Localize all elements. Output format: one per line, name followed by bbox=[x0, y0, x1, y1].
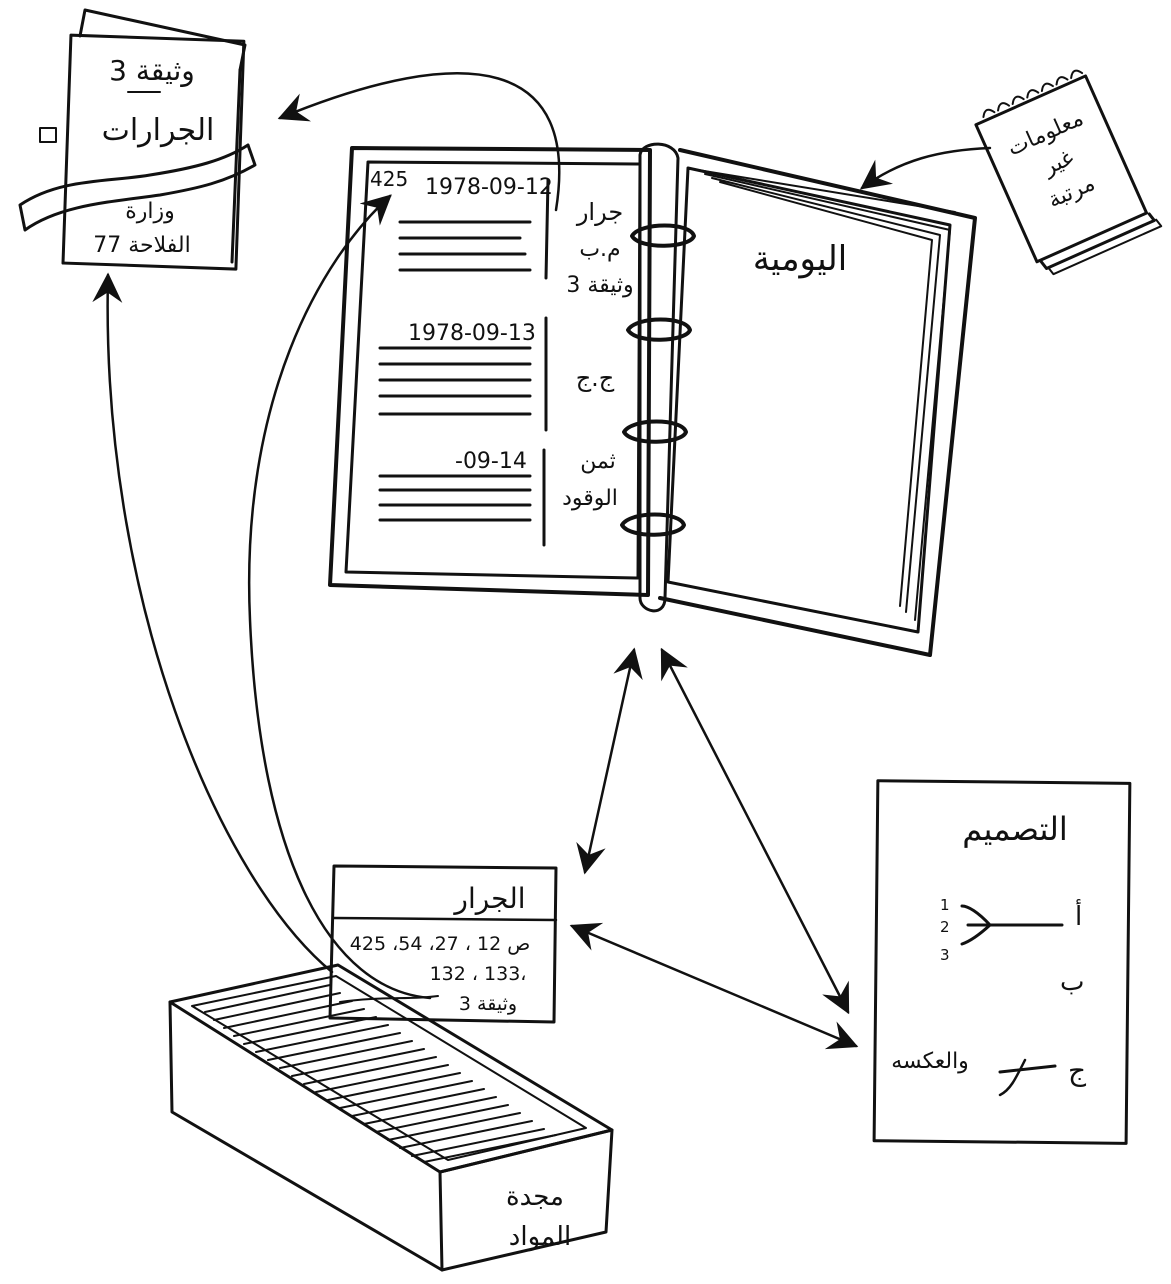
index-card-line-3: وثيقة 3 bbox=[459, 993, 517, 1015]
entry-1-note-1: جرار bbox=[576, 198, 623, 226]
design-row-c-letter: ج bbox=[1068, 1054, 1087, 1088]
binder-notebook: اليومية 425 1978-09-12 جرار م.ب وثيقة 3 … bbox=[328, 142, 977, 657]
entry-1-date: 1978-09-12 bbox=[425, 175, 553, 200]
notebook-title: اليومية bbox=[753, 239, 847, 279]
document-title-line-2: الجرارات bbox=[102, 113, 215, 148]
entry-2-note-1: ج.ج bbox=[576, 364, 615, 392]
notebook-entry-3: -09-14 ثمن الوقود bbox=[378, 449, 618, 522]
design-row-a-num-1: 1 bbox=[940, 896, 950, 914]
entry-3-date: -09-14 bbox=[455, 449, 527, 474]
arrow-notepad-to-notebook bbox=[859, 146, 992, 190]
notepad: معلومات غير مرتبة bbox=[974, 69, 1163, 276]
index-card-line-1: ص 12 ، 27، 54، 425 bbox=[350, 933, 530, 955]
design-row-b-letter: ب bbox=[1060, 967, 1084, 997]
document-footer-line-1: وزارة bbox=[125, 199, 175, 224]
design-row-a-letter: أ bbox=[1075, 898, 1082, 932]
design-sheet: التصميم أ 1 2 3 ب ج والعكسه bbox=[872, 779, 1132, 1145]
index-card-heading: الجرار bbox=[452, 882, 525, 915]
design-row-c-note: والعكسه bbox=[891, 1049, 969, 1074]
notepad-spiral bbox=[982, 69, 1084, 119]
card-box-label-1: مجدة bbox=[506, 1182, 564, 1212]
notebook-entry-1: 425 1978-09-12 جرار م.ب وثيقة 3 bbox=[370, 167, 634, 298]
arrow-card-to-notebook bbox=[247, 194, 432, 1000]
notebook-entry-2: 1978-09-13 ج.ج bbox=[378, 321, 615, 416]
connector-arrows bbox=[92, 72, 992, 1050]
binder-rings bbox=[620, 223, 696, 537]
index-card-line-2: 132 ، 133، bbox=[430, 963, 527, 985]
entry-1-page: 425 bbox=[370, 167, 408, 191]
notepad-line-1: معلومات bbox=[1004, 106, 1087, 161]
arrow-cardbox-to-document bbox=[92, 272, 334, 974]
design-row-a-num-3: 3 bbox=[940, 946, 950, 964]
entry-2-date: 1978-09-13 bbox=[408, 321, 536, 346]
design-sheet-title: التصميم bbox=[962, 810, 1068, 848]
design-row-c: ج والعكسه bbox=[891, 1049, 1087, 1097]
card-box-label-2: المواد bbox=[509, 1222, 571, 1252]
card-box-cards bbox=[204, 984, 557, 1163]
entry-1-note-2: م.ب bbox=[579, 237, 620, 262]
arrow-notebook-to-document bbox=[277, 72, 561, 212]
document-booklet: وثيقة 3 الجرارات وزارة الفلاحة 77 bbox=[18, 8, 257, 271]
arrow-notebook-design bbox=[660, 647, 850, 1015]
design-row-a-num-2: 2 bbox=[940, 918, 950, 936]
arrow-notebook-card bbox=[576, 647, 643, 875]
design-row-a: أ 1 2 3 bbox=[940, 896, 1082, 964]
entry-3-note-2: الوقود bbox=[562, 486, 618, 511]
arrow-card-design bbox=[569, 922, 859, 1050]
card-box: مجدة المواد bbox=[168, 963, 614, 1272]
notepad-line-2: غير bbox=[1039, 145, 1078, 181]
document-footer-line-2: الفلاحة 77 bbox=[93, 233, 190, 258]
entry-3-note-1: ثمن bbox=[580, 449, 616, 474]
entry-1-note-3: وثيقة 3 bbox=[566, 273, 633, 298]
index-card: الجرار ص 12 ، 27، 54، 425 132 ، 133، وثي… bbox=[328, 864, 558, 1024]
document-title-line-1: وثيقة 3 bbox=[109, 54, 195, 87]
